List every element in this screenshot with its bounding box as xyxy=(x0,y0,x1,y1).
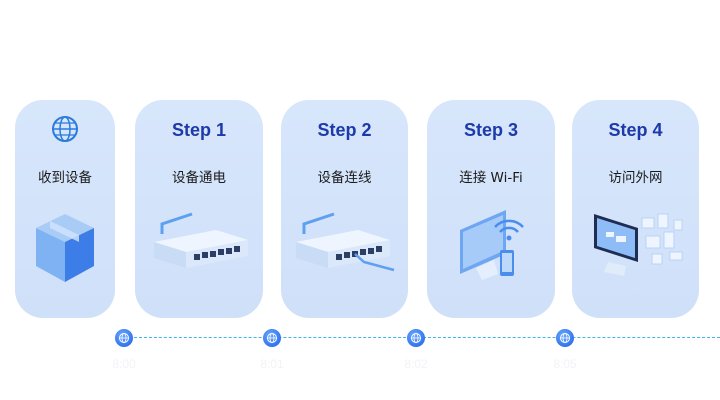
step-card-receive: 收到设备 xyxy=(15,100,115,318)
package-box-icon xyxy=(15,206,115,292)
globe-logo-icon xyxy=(51,115,79,143)
timestamp: 8:01 xyxy=(260,357,284,371)
step-number: Step 1 xyxy=(171,120,227,140)
step-card-1: Step 1 设备通电 xyxy=(135,100,263,318)
monitor-internet-icon xyxy=(572,206,699,292)
step-card-4: Step 4 访问外网 xyxy=(572,100,699,318)
step-card-3: Step 3 连接 Wi-Fi xyxy=(427,100,555,318)
timeline-node-globe-icon xyxy=(407,329,425,347)
step-card-2: Step 2 设备连线 xyxy=(281,100,408,318)
step-label: 设备通电 xyxy=(172,170,226,186)
step-number: Step 4 xyxy=(608,120,663,140)
step-label: 收到设备 xyxy=(38,170,92,186)
timeline-node-globe-icon xyxy=(556,329,574,347)
monitor-wifi-icon xyxy=(427,206,555,292)
step-label: 访问外网 xyxy=(608,170,663,186)
step-label: 连接 Wi-Fi xyxy=(459,170,523,186)
timeline-node-globe-icon xyxy=(263,329,281,347)
timestamp: 8:00 xyxy=(112,357,136,371)
step-number: Step 2 xyxy=(317,120,372,140)
step-number: Step 3 xyxy=(463,120,519,140)
timestamp: 8:05 xyxy=(553,357,577,371)
step-label: 设备连线 xyxy=(317,170,372,186)
timeline-node-globe-icon xyxy=(115,329,133,347)
timestamp: 8:02 xyxy=(404,357,428,371)
router-cable-icon xyxy=(281,206,408,292)
router-icon xyxy=(135,206,263,292)
